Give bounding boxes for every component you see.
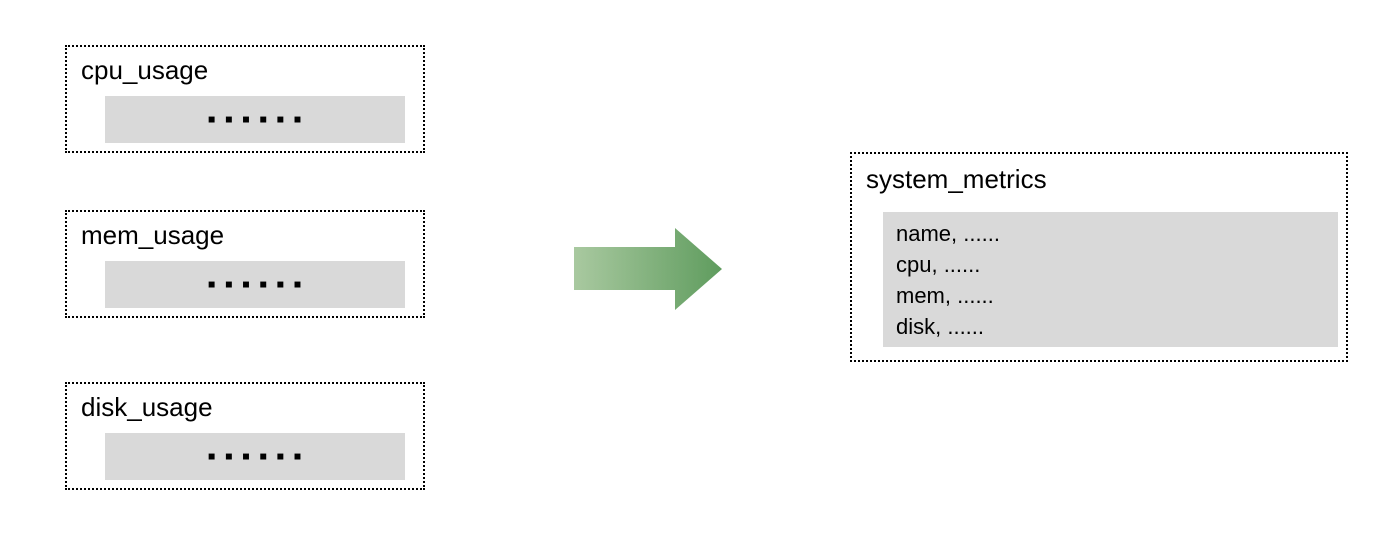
ellipsis-placeholder: ▪ ▪ ▪ ▪ ▪ ▪: [207, 270, 303, 298]
target-panel-title: system_metrics: [866, 164, 1047, 194]
field-row: mem, ......: [896, 283, 994, 308]
ellipsis-placeholder: ▪ ▪ ▪ ▪ ▪ ▪: [207, 105, 303, 133]
source-panel-title: cpu_usage: [81, 55, 209, 85]
field-row: cpu, ......: [896, 252, 981, 277]
source-panel-title: disk_usage: [81, 392, 213, 422]
source-panel-cpu-usage[interactable]: cpu_usage ▪ ▪ ▪ ▪ ▪ ▪: [65, 45, 425, 153]
flow-arrow-right-icon: [570, 224, 726, 314]
ellipsis-placeholder: ▪ ▪ ▪ ▪ ▪ ▪: [207, 442, 303, 470]
field-row: name, ......: [896, 221, 1000, 246]
arrow-shape: [574, 228, 722, 310]
source-panel-body: ▪ ▪ ▪ ▪ ▪ ▪: [105, 261, 405, 308]
source-panel-body: ▪ ▪ ▪ ▪ ▪ ▪: [105, 433, 405, 480]
source-panel-body: ▪ ▪ ▪ ▪ ▪ ▪: [105, 96, 405, 143]
field-row: disk, ......: [896, 314, 985, 339]
source-panel-mem-usage[interactable]: mem_usage ▪ ▪ ▪ ▪ ▪ ▪: [65, 210, 425, 318]
source-panel-title: mem_usage: [81, 220, 225, 250]
target-panel-body: name, ...... cpu, ...... mem, ...... dis…: [883, 212, 1338, 347]
target-panel-system-metrics[interactable]: system_metrics name, ...... cpu, ...... …: [850, 152, 1348, 362]
source-panel-disk-usage[interactable]: disk_usage ▪ ▪ ▪ ▪ ▪ ▪: [65, 382, 425, 490]
